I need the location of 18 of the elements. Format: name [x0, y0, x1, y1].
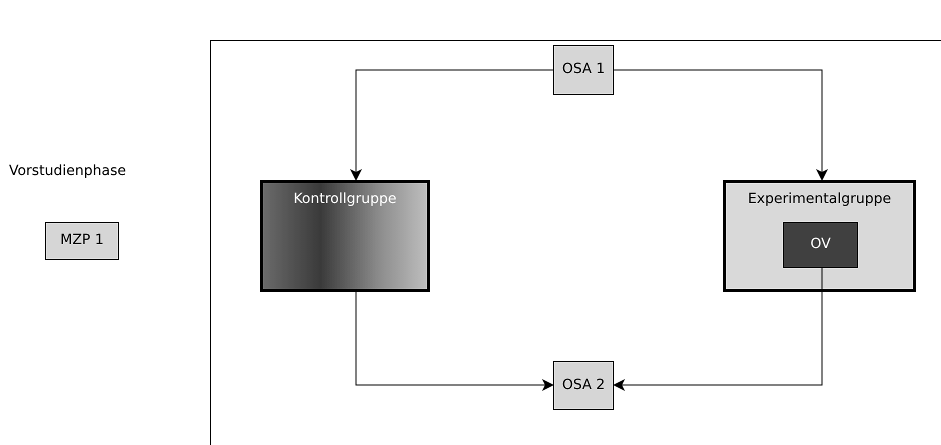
- group-box: [260, 180, 430, 292]
- process-box: [783, 222, 858, 268]
- node-label: OSA 1: [562, 61, 606, 79]
- group-box: [723, 180, 916, 292]
- process-box: [553, 361, 614, 410]
- node-label: OV: [810, 236, 831, 254]
- node-label: Experimentalgruppe: [748, 191, 892, 208]
- process-box: [45, 222, 119, 260]
- arrow: [356, 292, 554, 391]
- phase-label: Vorstudienphase: [9, 162, 126, 181]
- node-label: MZP 1: [60, 232, 104, 250]
- arrow: [614, 70, 828, 181]
- node-label: Kontrollgruppe: [293, 191, 397, 208]
- arrow: [613, 268, 822, 391]
- node-label: OSA 2: [562, 376, 606, 394]
- arrow: [350, 70, 554, 181]
- frame-box: [210, 40, 941, 445]
- process-box: [553, 45, 614, 95]
